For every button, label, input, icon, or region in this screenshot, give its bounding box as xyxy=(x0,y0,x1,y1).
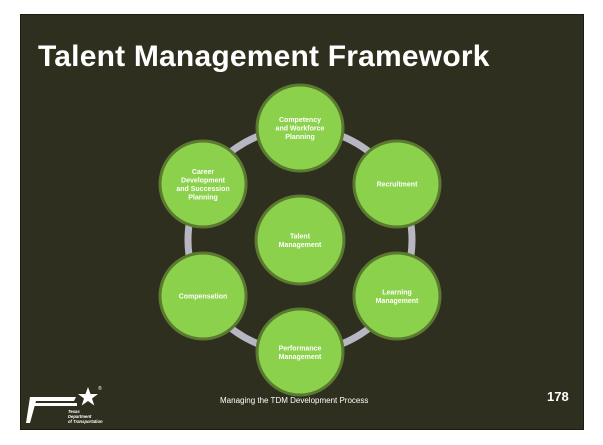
node-talent-management-label: Talent xyxy=(290,233,311,240)
node-career-label: Planning xyxy=(188,194,218,201)
node-talent-management-label: Management xyxy=(279,242,322,249)
node-competency-label: Competency xyxy=(279,117,321,124)
logo-line2: Department xyxy=(68,414,92,419)
logo-swoosh xyxy=(26,397,76,423)
node-performance-label: Performance xyxy=(279,345,322,352)
txdot-logo: Texas Department of Transportation ® xyxy=(26,385,103,424)
node-recruitment-circle xyxy=(352,139,442,229)
node-career-label: Development xyxy=(181,177,226,184)
node-performance-circle xyxy=(255,307,345,397)
node-compensation-circle xyxy=(158,251,248,341)
slide-title: Talent Management Framework xyxy=(38,40,490,73)
node-competency-circle xyxy=(255,83,345,173)
node-career-circle xyxy=(158,139,248,229)
node-compensation: Compensation xyxy=(158,251,248,341)
registered-mark: ® xyxy=(98,385,102,392)
node-career-label: Career xyxy=(192,169,214,176)
node-learning-circle xyxy=(352,251,442,341)
logo-line3: of Transportation xyxy=(68,419,103,424)
node-talent-management-circle xyxy=(254,194,346,286)
node-recruitment: Recruitment xyxy=(352,139,442,229)
logo-line1: Texas xyxy=(68,409,80,414)
texas-star-icon xyxy=(78,387,98,406)
slide-footer: Managing the TDM Development Process xyxy=(220,396,369,405)
node-learning-label: Management xyxy=(376,298,419,305)
node-learning-label: Learning xyxy=(382,289,412,296)
node-compensation-label: Compensation xyxy=(179,294,228,301)
node-performance-label: Management xyxy=(279,354,322,361)
page-number: 178 xyxy=(547,389,569,404)
node-career-label: and Succession xyxy=(176,186,229,193)
node-competency-label: Planning xyxy=(285,134,315,141)
node-recruitment-label: Recruitment xyxy=(377,182,419,189)
node-competency-label: and Workforce xyxy=(276,126,325,133)
